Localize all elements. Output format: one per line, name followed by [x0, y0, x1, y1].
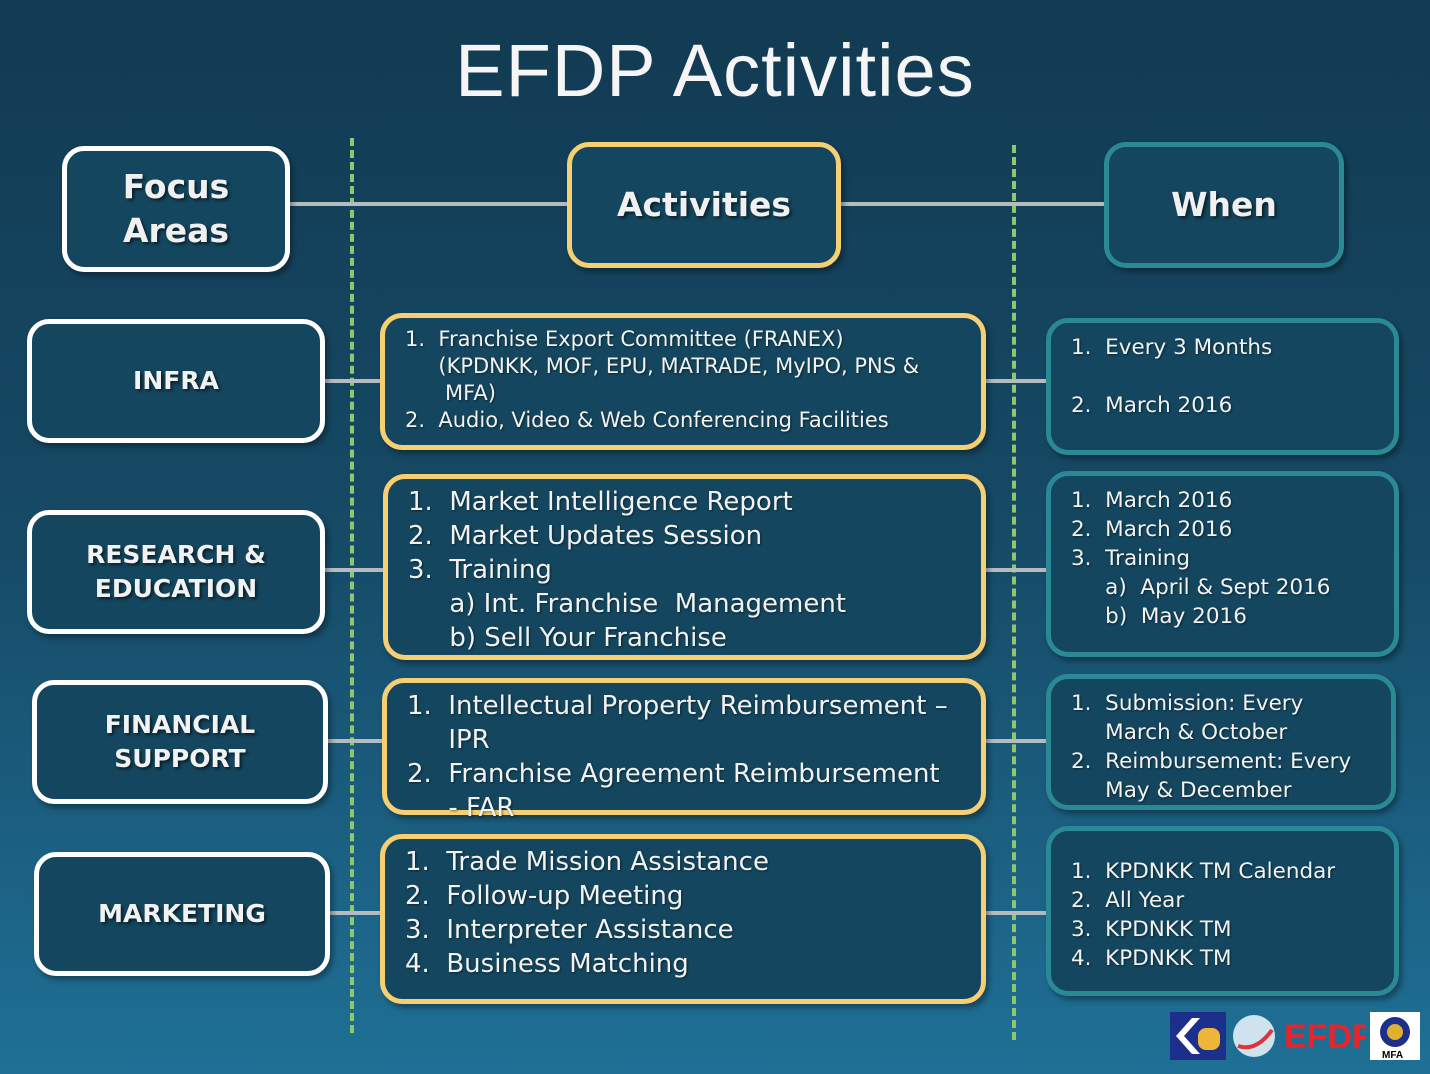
when-item: 1. KPDNKK TM Calendar — [1071, 859, 1336, 884]
ministry-logo-icon — [1170, 1012, 1226, 1060]
focus-area-research-education: RESEARCH & EDUCATION — [27, 510, 325, 634]
header-when: When — [1104, 142, 1344, 268]
connector — [983, 379, 1049, 383]
focus-label: MARKETING — [98, 897, 266, 931]
activity-item: 1. Franchise Export Committee (FRANEX) — [405, 327, 844, 351]
focus-label-line: SUPPORT — [114, 744, 246, 773]
when-item: March & October — [1071, 720, 1288, 745]
when-marketing: 1. KPDNKK TM Calendar 2. All Year 3. KPDNK… — [1046, 826, 1399, 996]
connector — [322, 568, 386, 572]
efdp-logo-icon: EFDP — [1284, 1018, 1366, 1056]
activity-item: 1. Trade Mission Assistance — [405, 847, 769, 877]
activity-item: 2. Follow-up Meeting — [405, 881, 684, 911]
when-item — [1071, 376, 1380, 391]
connector — [325, 739, 385, 743]
header-line: Areas — [122, 211, 230, 250]
mfa-logo-icon: MFA — [1370, 1012, 1420, 1060]
activity-item: IPR — [407, 725, 490, 755]
activity-item: 2. Audio, Video & Web Conferencing Facil… — [405, 408, 889, 432]
connector — [327, 911, 383, 915]
activity-item: 1. Intellectual Property Reimbursement – — [407, 691, 948, 721]
when-item: 4. KPDNKK TM — [1071, 946, 1232, 971]
when-item: 1. Every 3 Months — [1071, 335, 1273, 360]
activities-marketing: 1. Trade Mission Assistance 2. Follow-up … — [380, 834, 986, 1004]
when-item: 2. All Year — [1071, 888, 1185, 913]
connector — [322, 379, 383, 383]
activity-item: 3. Interpreter Assistance — [405, 915, 734, 945]
focus-area-marketing: MARKETING — [34, 852, 330, 976]
activity-item: (KPDNKK, MOF, EPU, MATRADE, MyIPO, PNS & — [405, 354, 920, 378]
activity-item: 4. Business Matching — [405, 949, 689, 979]
activity-item: 3. Training — [408, 555, 552, 585]
connector — [983, 739, 1049, 743]
when-item: 1. March 2016 — [1071, 488, 1233, 513]
activity-item: 1. Market Intelligence Report — [408, 487, 793, 517]
divider-left — [350, 138, 354, 1033]
activity-item: b) Sell Your Franchise — [408, 623, 727, 653]
activities-research-education: 1. Market Intelligence Report 2. Market U… — [383, 474, 986, 660]
when-item: May & December — [1071, 778, 1292, 803]
when-item: 2. Reimbursement: Every — [1071, 749, 1352, 774]
activities-financial-support: 1. Intellectual Property Reimbursement –… — [382, 678, 986, 823]
activities-infra: 1. Franchise Export Committee (FRANEX) (… — [380, 313, 986, 450]
activity-item: 2. Franchise Agreement Reimbursement — [407, 759, 940, 789]
svg-text:EFDP: EFDP — [1284, 1018, 1366, 1056]
focus-label-line: MARKETING — [98, 899, 266, 928]
svg-text:MFA: MFA — [1382, 1050, 1403, 1060]
when-item: 3. Training — [1071, 546, 1191, 571]
logo-strip: EFDP MFA — [1170, 1012, 1420, 1060]
when-item: 3. KPDNKK TM — [1071, 917, 1232, 942]
globe-logo-icon — [1233, 1015, 1275, 1057]
when-financial-support: 1. Submission: Every March & October 2. R… — [1046, 674, 1396, 810]
when-item — [1071, 362, 1380, 376]
activity-item: a) Int. Franchise Management — [408, 589, 847, 619]
when-infra: 1. Every 3 Months 2. March 2016 — [1046, 318, 1399, 455]
when-item: 2. March 2016 — [1071, 517, 1233, 542]
slide-title: EFDP Activities — [455, 29, 975, 112]
header-line: Focus — [122, 167, 230, 206]
when-item: 1. Submission: Every — [1071, 691, 1304, 716]
when-research-education: 1. March 2016 2. March 2016 3. Training a)… — [1046, 471, 1399, 657]
when-item: a) April & Sept 2016 — [1071, 575, 1331, 600]
focus-label-line: EDUCATION — [94, 574, 258, 603]
connector — [983, 911, 1049, 915]
focus-label: FINANCIAL SUPPORT — [105, 708, 256, 776]
connector — [983, 568, 1049, 572]
header-activities: Activities — [567, 142, 841, 268]
focus-label: INFRA — [133, 364, 219, 398]
activity-item: MFA) — [405, 381, 496, 405]
connector — [840, 202, 1106, 206]
focus-label-line: RESEARCH & — [86, 540, 266, 569]
divider-right — [1012, 145, 1016, 1040]
when-item: 2. March 2016 — [1071, 393, 1233, 418]
activity-item: - FAR — [407, 793, 515, 823]
focus-label-line: INFRA — [133, 366, 219, 395]
focus-area-financial-support: FINANCIAL SUPPORT — [32, 680, 328, 804]
focus-label: RESEARCH & EDUCATION — [86, 538, 266, 606]
activity-item: 2. Market Updates Session — [408, 521, 763, 551]
focus-label-line: FINANCIAL — [104, 710, 256, 739]
focus-area-infra: INFRA — [27, 319, 325, 443]
when-item: b) May 2016 — [1071, 604, 1247, 629]
connector — [288, 202, 570, 206]
